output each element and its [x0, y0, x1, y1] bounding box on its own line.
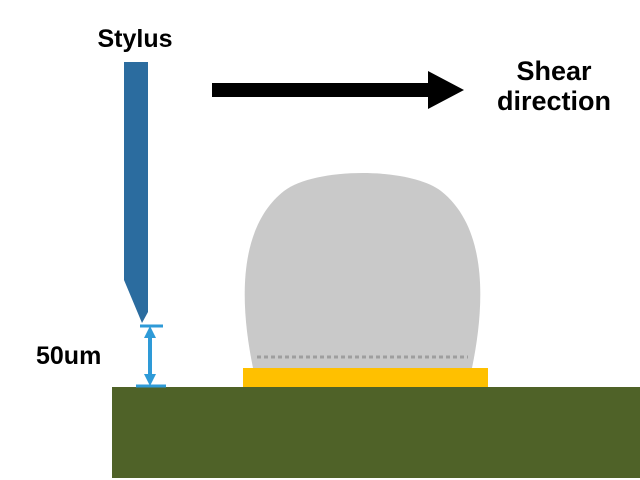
substrate: [112, 387, 640, 478]
stylus-tool: [124, 62, 148, 323]
dimension-arrowhead-up: [144, 326, 156, 338]
stylus-label: Stylus: [97, 25, 172, 53]
dimension-arrowhead-down: [144, 374, 156, 386]
gap-dimension-arrow: [136, 324, 166, 388]
solder-ball: [244, 173, 481, 368]
shear-direction-arrow: [212, 71, 464, 109]
shear-direction-label-line2: direction: [497, 86, 611, 116]
gap-size-label: 50um: [36, 342, 101, 370]
shear-direction-label-line1: Shear: [516, 56, 592, 86]
solder-pad: [243, 368, 488, 387]
